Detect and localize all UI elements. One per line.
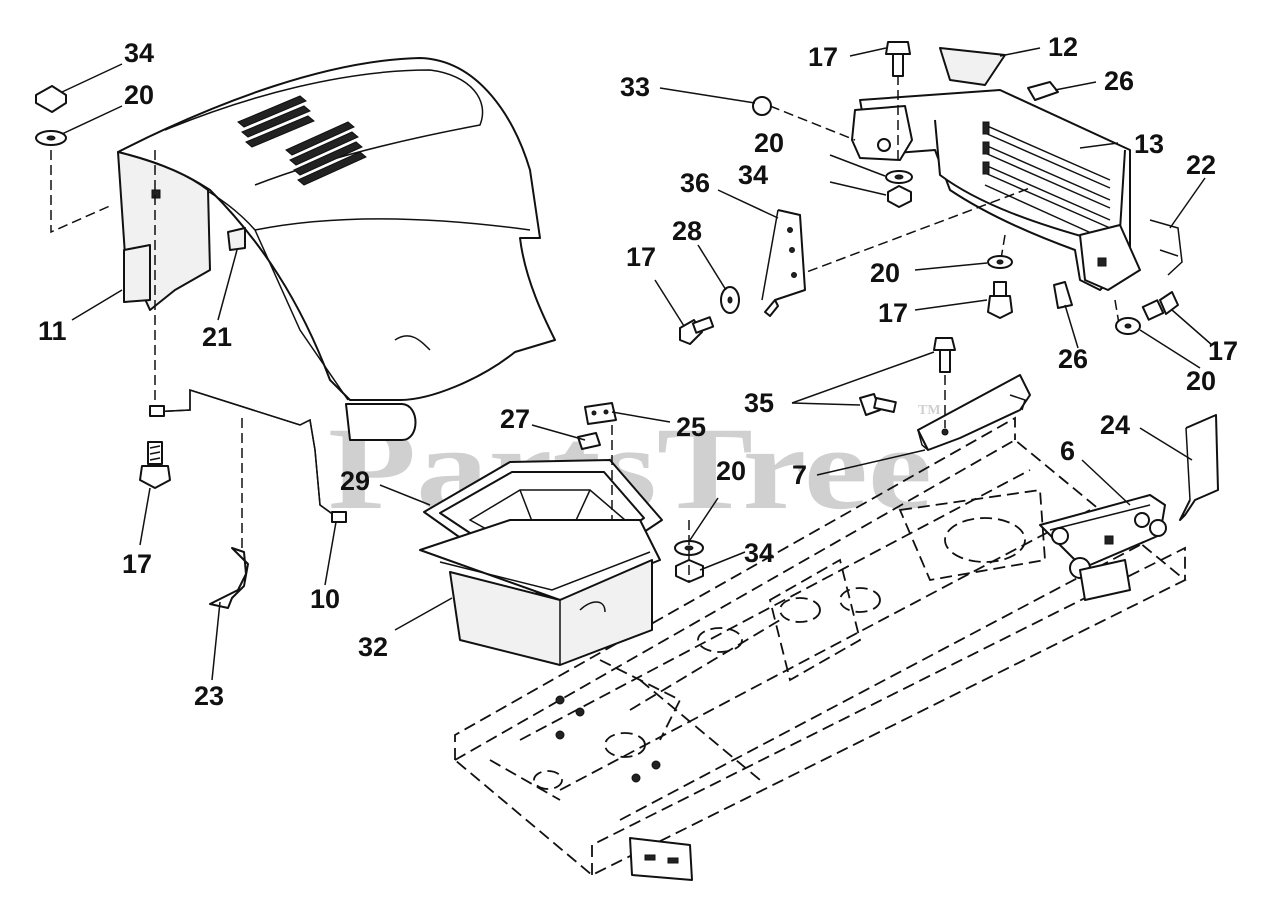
callout-6: 6 <box>1060 436 1075 466</box>
grille-slats <box>982 121 1111 238</box>
callout-13: 13 <box>1134 129 1164 159</box>
callout-27: 27 <box>500 404 530 434</box>
pivot-bracket-6 <box>1039 494 1167 601</box>
clip-23 <box>209 547 249 609</box>
leader-lines <box>61 47 1213 681</box>
hood-rod <box>149 388 347 523</box>
callout-26: 26 <box>1058 344 1088 374</box>
bolt-left <box>139 441 171 489</box>
bolt-17-grille <box>679 316 715 345</box>
bracket-24 <box>1179 414 1219 521</box>
callout-12: 12 <box>1048 32 1078 62</box>
callout-17: 17 <box>122 549 152 579</box>
callout-20: 20 <box>124 80 154 110</box>
callout-7: 7 <box>792 460 807 490</box>
callout-32: 32 <box>358 632 388 662</box>
callout-36: 36 <box>680 168 710 198</box>
callout-20: 20 <box>716 456 746 486</box>
chassis-frame <box>453 416 1187 881</box>
callout-17: 17 <box>626 242 656 272</box>
callout-10: 10 <box>310 584 340 614</box>
hood-vents <box>237 95 367 186</box>
bolt-top <box>885 41 911 77</box>
callout-24: 24 <box>1100 410 1130 440</box>
callout-34: 34 <box>744 538 774 568</box>
callout-23: 23 <box>194 681 224 711</box>
callout-17: 17 <box>1208 336 1238 366</box>
nut-washer-left <box>35 85 67 146</box>
callout-22: 22 <box>1186 150 1216 180</box>
bolt-washer-far-right <box>1115 291 1179 335</box>
callout-29: 29 <box>340 466 370 496</box>
callout-11: 11 <box>38 316 67 346</box>
grille-assembly <box>851 47 1183 309</box>
callout-20: 20 <box>870 258 900 288</box>
watermark-tm: TM <box>918 403 941 418</box>
nut-washer-grille <box>885 170 913 208</box>
callout-34: 34 <box>738 160 768 190</box>
callout-25: 25 <box>676 412 706 442</box>
battery-tray <box>419 459 663 666</box>
bracket-7 <box>917 374 1031 451</box>
callout-35: 35 <box>744 388 774 418</box>
callout-17: 17 <box>878 298 908 328</box>
callout-17: 17 <box>808 42 838 72</box>
callout-20: 20 <box>1186 366 1216 396</box>
plate-27-25 <box>577 402 617 450</box>
lock-washer-28 <box>720 286 740 314</box>
callout-33: 33 <box>620 72 650 102</box>
bolts-35 <box>859 337 956 416</box>
callout-labels: 34 20 11 21 17 10 23 32 29 27 25 20 34 3… <box>38 32 1238 711</box>
bracket-36 <box>761 209 806 317</box>
callout-21: 21 <box>202 322 232 352</box>
callout-26: 26 <box>1104 66 1134 96</box>
callout-28: 28 <box>672 216 702 246</box>
callout-34: 34 <box>124 38 154 68</box>
hood <box>117 57 556 441</box>
callout-20: 20 <box>754 128 784 158</box>
bolt-washer-right <box>987 255 1013 319</box>
nut-washer-center <box>674 540 704 583</box>
